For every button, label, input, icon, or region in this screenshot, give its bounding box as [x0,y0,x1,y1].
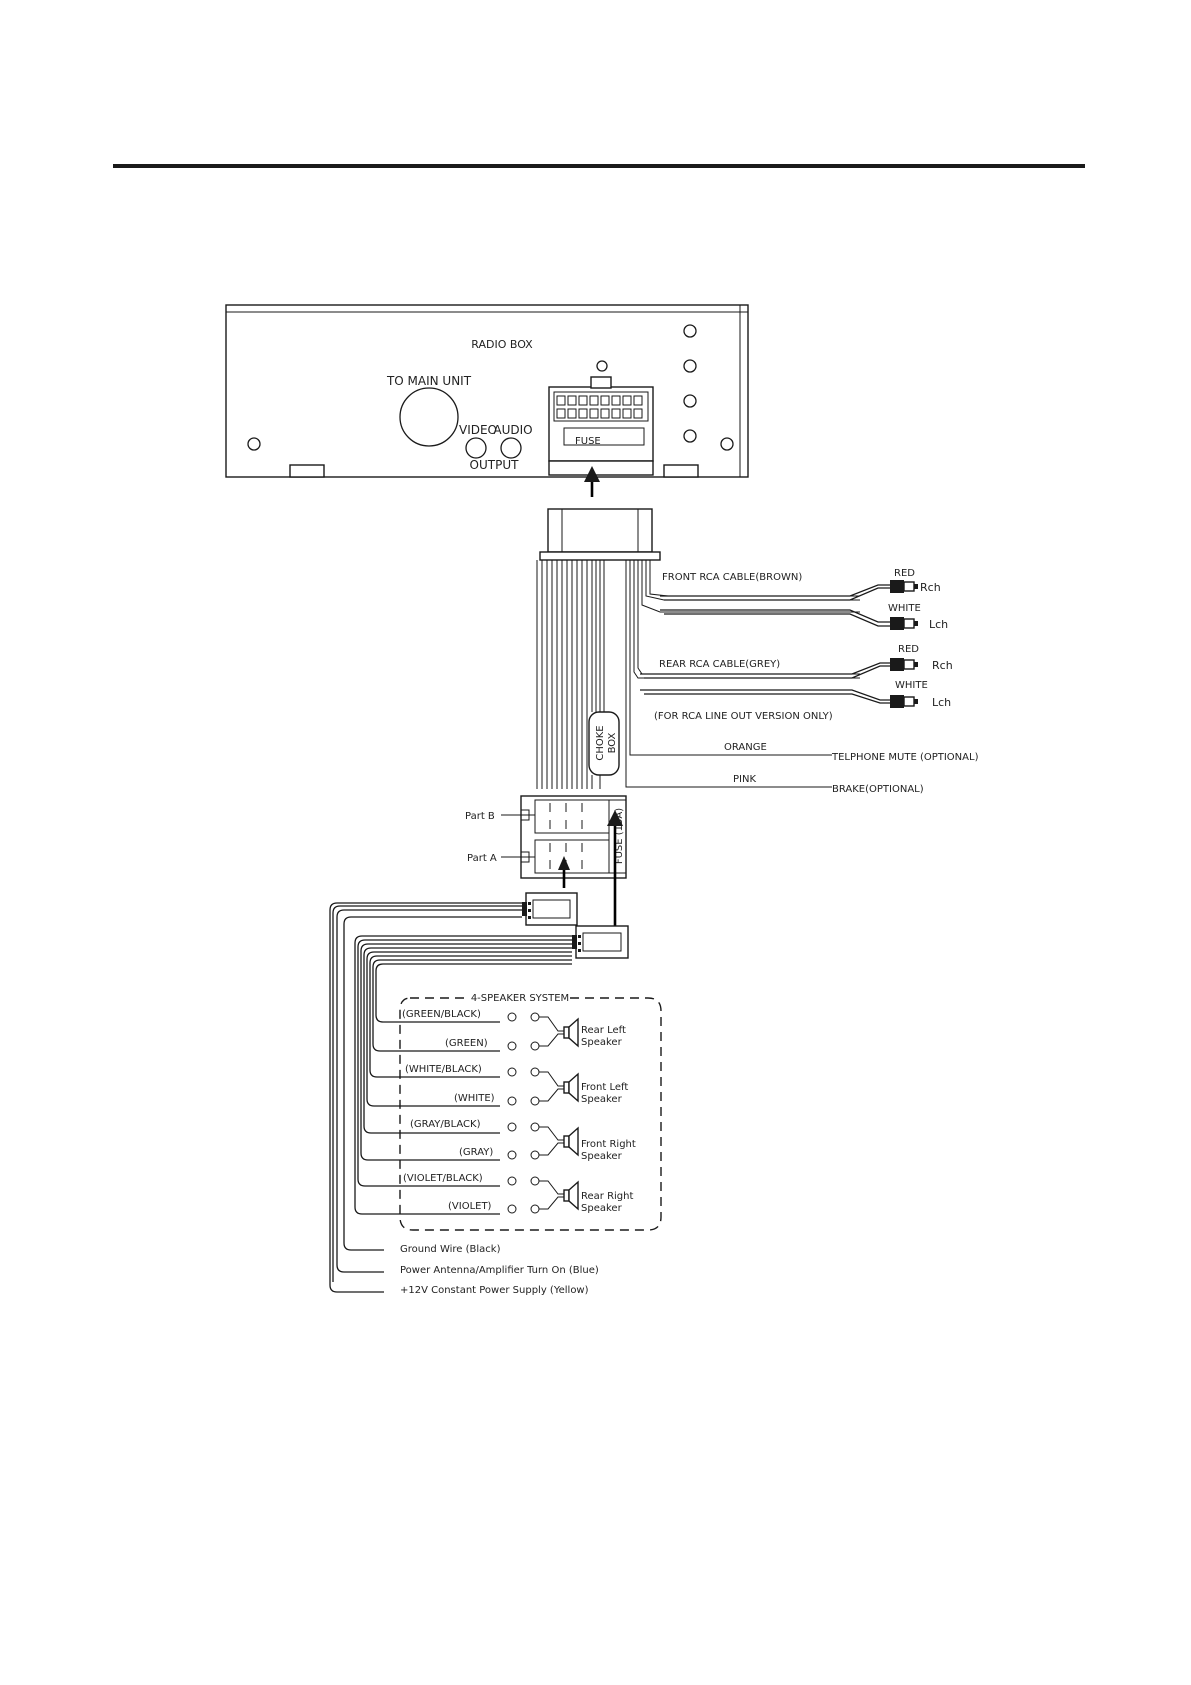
video-output-jack [465,437,487,459]
rear-white-rca-plug [890,695,918,708]
wire-bundle [536,560,860,789]
front-right-label-2: Speaker [581,1151,623,1162]
plug-b [572,925,629,959]
rear-lch-label: Lch [932,696,951,709]
wire-label-green-black: (GREEN/BLACK) [402,1009,481,1020]
constant-power-label: +12V Constant Power Supply (Yellow) [400,1285,589,1296]
iso-connector: FUSE (15A) [520,795,627,879]
front-white-rca-plug [890,617,918,630]
antenna-wire-label: Power Antenna/Amplifier Turn On (Blue) [400,1265,599,1276]
speaker-system-frame [399,997,662,1231]
front-red-label: RED [894,568,915,579]
socket-fuse-label: FUSE [575,436,601,447]
video-label: VIDEO [459,423,497,437]
audio-label: AUDIO [493,423,532,437]
arrow-up-icon [584,466,600,497]
rca-version-note: (FOR RCA LINE OUT VERSION ONLY) [654,711,833,722]
rear-right-label-1: Rear Right [581,1191,633,1202]
front-lch-label: Lch [929,618,948,631]
harness-plug [539,508,661,561]
rear-red-label: RED [898,644,919,655]
speaker-front-left: Front Left Speaker [507,1067,628,1106]
wire-label-violet-black: (VIOLET/BLACK) [403,1173,483,1184]
choke-box-label: BOX [607,732,618,753]
fuse-holder [563,427,645,446]
rear-left-label-2: Speaker [581,1037,623,1048]
part-a-label: Part A [467,853,497,864]
speaker-wires [354,935,572,1215]
speaker-front-right: Front Right Speaker [507,1122,636,1162]
front-white-label: WHITE [888,603,921,614]
wire-label-green: (GREEN) [445,1038,488,1049]
wire-label-gray: (GRAY) [459,1147,493,1158]
arrow-up-icon [607,810,623,938]
power-wires [329,902,522,1293]
iso-socket [548,376,654,476]
part-b-label: Part B [465,811,495,822]
rear-rca-label: REAR RCA CABLE(GREY) [659,659,780,670]
wire-label-white: (WHITE) [454,1093,495,1104]
plug-a [522,892,578,926]
front-left-label-1: Front Left [581,1082,628,1093]
orange-wire-label: ORANGE [724,742,767,753]
rear-rch-label: Rch [932,659,953,672]
brake-label: BRAKE(OPTIONAL) [832,784,924,795]
pink-wire-label: PINK [733,774,756,785]
header-rule [113,164,1085,168]
wire-label-violet: (VIOLET) [448,1201,492,1212]
choke-label: CHOKE [595,725,606,760]
speaker-rear-right: Rear Right Speaker [507,1176,633,1214]
rear-left-label-1: Rear Left [581,1025,626,1036]
front-red-rca-plug [890,580,918,593]
front-rch-label: Rch [920,581,941,594]
rear-rca-cable [640,658,918,708]
rear-white-label: WHITE [895,680,928,691]
wire-label-white-black: (WHITE/BLACK) [405,1064,482,1075]
speaker-system-title: 4-SPEAKER SYSTEM [471,993,569,1004]
rear-right-label-2: Speaker [581,1203,623,1214]
radio-box: RADIO BOX TO MAIN UNIT VIDEO AUDIO OUTPU… [225,304,749,478]
fuse-15a-label: FUSE (15A) [614,808,625,864]
to-main-unit-label: TO MAIN UNIT [386,374,472,388]
front-left-label-2: Speaker [581,1094,623,1105]
radio-box-title: RADIO BOX [471,338,533,351]
output-label: OUTPUT [470,458,520,472]
front-rca-label: FRONT RCA CABLE(BROWN) [662,572,802,583]
wire-label-gray-black: (GRAY/BLACK) [410,1119,481,1130]
speaker-rear-left: Rear Left Speaker [507,1012,626,1051]
main-unit-port [399,387,459,447]
telephone-mute-label: TELPHONE MUTE (OPTIONAL) [831,752,979,763]
audio-output-jack [500,437,522,459]
choke-box: CHOKE BOX [588,711,620,776]
front-right-label-1: Front Right [581,1139,636,1150]
ground-wire-label: Ground Wire (Black) [400,1244,501,1255]
rear-red-rca-plug [890,658,918,671]
front-rca-cable [660,580,918,630]
arrow-up-icon [558,856,570,888]
